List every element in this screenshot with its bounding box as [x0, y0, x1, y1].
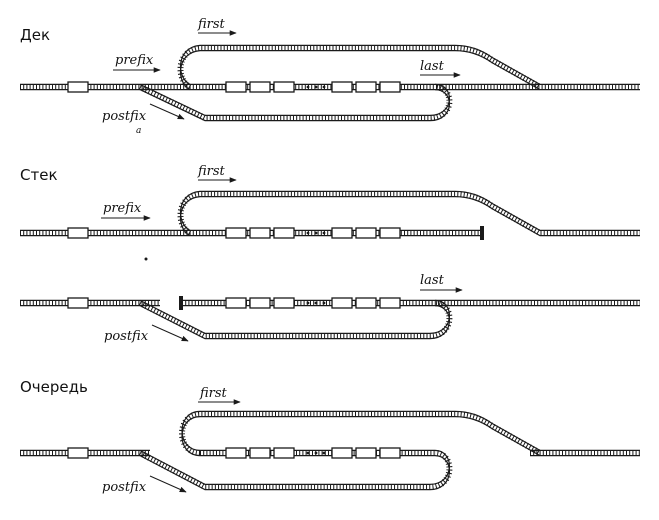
- deque-car: [273, 81, 295, 93]
- queue-car: [225, 447, 247, 459]
- queue-car: [379, 447, 401, 459]
- queue-lower-loop-rail: [139, 449, 450, 486]
- stack-lower-ellipsis-dot: [322, 301, 326, 305]
- stack-lower-car: [379, 297, 401, 309]
- queue-waiting-car: [67, 447, 89, 459]
- stack-car: [225, 227, 247, 239]
- deque-waiting-car: [67, 81, 89, 93]
- stack-heading: Стек: [20, 166, 58, 184]
- stack-car: [355, 227, 377, 239]
- queue-ellipsis-dot: [322, 451, 326, 455]
- deque-postfix-arrow: [149, 103, 185, 120]
- stack-lower-waiting-car: [67, 297, 89, 309]
- deque-last-label: last: [420, 59, 445, 74]
- stack-lower-ellipsis-dot: [306, 301, 310, 305]
- stack-car: [331, 227, 353, 239]
- deque-car: [355, 81, 377, 93]
- stack-lower-car: [249, 297, 271, 309]
- stack-lower-ellipsis-dot: [314, 301, 318, 305]
- queue-heading: Очередь: [20, 378, 88, 396]
- deque-car: [331, 81, 353, 93]
- stack-section: Стек first prefix la: [20, 164, 640, 344]
- deque-lower-loop-rail: [139, 83, 450, 117]
- stack-end-buffer: [480, 226, 484, 240]
- stack-car: [379, 227, 401, 239]
- stack-upper-loop-rail: [179, 190, 640, 232]
- deque-car: [225, 81, 247, 93]
- deque-first-label: first: [197, 17, 226, 32]
- deque-upper-loop-rail: [179, 44, 541, 85]
- stack-upper-loop-ties: [177, 191, 640, 236]
- deque-lower-loop-ties: [138, 84, 453, 121]
- queue-postfix-label: postfix: [102, 480, 147, 495]
- stack-ellipsis-dot: [322, 231, 326, 235]
- stack-lower-branch-ties: [138, 300, 453, 339]
- stack-postfix-arrow: [151, 324, 189, 342]
- queue-upper-loop-rail: [181, 415, 541, 457]
- queue-car: [331, 447, 353, 459]
- deque-ellipsis-dot: [322, 85, 326, 89]
- deque-lower-loop-rail: [139, 89, 450, 122]
- queue-car: [273, 447, 295, 459]
- stack-car: [249, 227, 271, 239]
- deque-small-mark: a: [136, 126, 141, 136]
- queue-car: [249, 447, 271, 459]
- stack-ellipsis-dot: [306, 231, 310, 235]
- stack-lower-branch: [140, 303, 449, 336]
- deque-section: Дек first prefix last postfix a: [20, 17, 640, 136]
- deque-postfix-label: postfix: [102, 109, 147, 124]
- stack-upper-loop-rail: [179, 195, 640, 237]
- stack-lower-branch-rail: [139, 305, 450, 340]
- stack-postfix-label: postfix: [104, 329, 149, 344]
- deque-car: [379, 81, 401, 93]
- deque-upper-loop-rail: [179, 49, 541, 91]
- stack-car: [273, 227, 295, 239]
- queue-lower-loop-ties: [138, 450, 453, 490]
- queue-upper-loop-rail: [181, 410, 541, 451]
- stack-stray-dot: [144, 257, 148, 261]
- deque-car: [249, 81, 271, 93]
- queue-section: Очередь first postfix: [20, 378, 640, 495]
- stack-waiting-car: [67, 227, 89, 239]
- deque-ellipsis-dot: [306, 85, 310, 89]
- queue-lower-loop: [140, 453, 449, 487]
- queue-first-label: first: [199, 386, 228, 401]
- deque-ellipsis-dot: [314, 85, 318, 89]
- deque-heading: Дек: [20, 26, 50, 44]
- queue-postfix-arrow: [149, 475, 187, 493]
- deque-lower-loop: [140, 87, 449, 118]
- stack-lower-car: [225, 297, 247, 309]
- deque-prefix-label: prefix: [115, 53, 154, 68]
- stack-first-label: first: [197, 164, 226, 179]
- stack-lower-car: [273, 297, 295, 309]
- stack-prefix-label: prefix: [103, 201, 142, 216]
- queue-ellipsis-dot: [306, 451, 310, 455]
- stack-lower-buffer: [179, 296, 183, 310]
- stack-upper-loop: [181, 194, 640, 233]
- queue-lower-loop-rail: [139, 455, 450, 491]
- queue-ellipsis-dot: [314, 451, 318, 455]
- stack-last-label: last: [420, 273, 445, 288]
- stack-ellipsis-dot: [314, 231, 318, 235]
- stack-lower-car: [355, 297, 377, 309]
- stack-lower-car: [331, 297, 353, 309]
- queue-car: [355, 447, 377, 459]
